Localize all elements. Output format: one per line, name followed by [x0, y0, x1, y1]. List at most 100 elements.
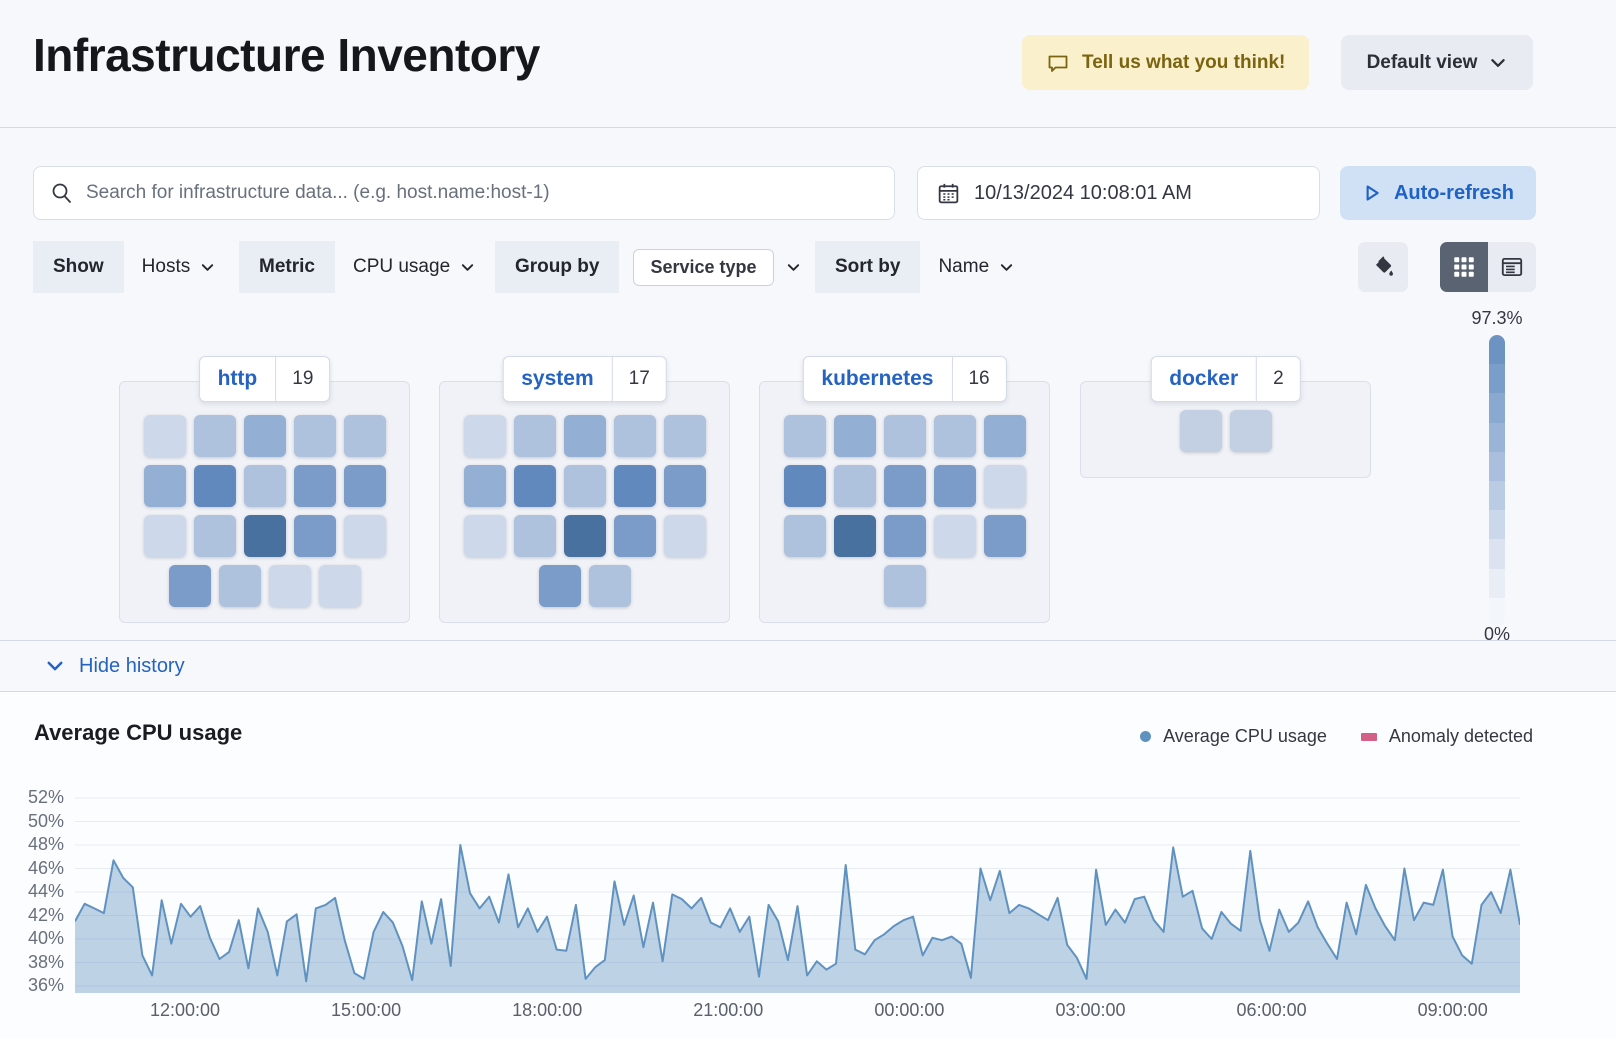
host-tile[interactable]	[293, 415, 336, 457]
host-tile[interactable]	[883, 415, 926, 457]
metric-control: Metric CPU usage	[239, 241, 493, 293]
host-tile[interactable]	[243, 415, 286, 457]
host-tile[interactable]	[243, 465, 286, 507]
map-view-button[interactable]	[1440, 242, 1488, 292]
date-picker[interactable]: 10/13/2024 10:08:01 AM	[917, 166, 1320, 220]
host-tile[interactable]	[933, 465, 976, 507]
host-tile[interactable]	[513, 465, 556, 507]
host-tile[interactable]	[268, 565, 311, 607]
scale-step	[1489, 539, 1505, 569]
host-tile[interactable]	[1229, 409, 1272, 452]
host-tile[interactable]	[143, 415, 186, 457]
host-tile[interactable]	[588, 565, 631, 607]
host-tile[interactable]	[663, 515, 706, 557]
x-axis-tick: 00:00:00	[874, 1000, 945, 1020]
host-tile[interactable]	[883, 515, 926, 557]
y-axis-tick: 50%	[27, 810, 64, 831]
host-tile[interactable]	[933, 415, 976, 457]
host-tile[interactable]	[463, 415, 506, 457]
view-dropdown-button[interactable]: Default view	[1341, 35, 1533, 90]
host-tile[interactable]	[983, 415, 1026, 457]
host-tile[interactable]	[783, 465, 826, 507]
host-tile[interactable]	[343, 515, 386, 557]
legend-options-button[interactable]	[1358, 242, 1408, 292]
host-tile[interactable]	[783, 415, 826, 457]
host-tile[interactable]	[663, 465, 706, 507]
host-tile[interactable]	[513, 515, 556, 557]
search-box[interactable]	[33, 166, 895, 220]
host-tile[interactable]	[563, 515, 606, 557]
feedback-button[interactable]: Tell us what you think!	[1022, 35, 1310, 90]
host-tile[interactable]	[293, 465, 336, 507]
host-tile[interactable]	[143, 515, 186, 557]
host-tile[interactable]	[663, 415, 706, 457]
table-list-icon	[1499, 254, 1525, 280]
host-tile[interactable]	[143, 465, 186, 507]
host-tile[interactable]	[538, 565, 581, 607]
host-tile[interactable]	[933, 515, 976, 557]
host-tile[interactable]	[983, 465, 1026, 507]
host-tile[interactable]	[883, 565, 926, 607]
y-axis-tick: 36%	[27, 975, 64, 995]
group-by-pill[interactable]: Service type	[633, 248, 774, 286]
show-dropdown[interactable]: Hosts	[124, 241, 234, 293]
speech-bubble-icon	[1046, 51, 1070, 75]
paint-bucket-icon	[1370, 254, 1396, 280]
sort-by-control: Sort by Name	[815, 241, 1032, 293]
host-tile[interactable]	[168, 565, 211, 607]
host-tile[interactable]	[883, 465, 926, 507]
chevron-down-icon	[202, 263, 214, 271]
host-tile[interactable]	[218, 565, 261, 607]
host-tile[interactable]	[563, 415, 606, 457]
host-tile[interactable]	[833, 415, 876, 457]
host-tile[interactable]	[783, 515, 826, 557]
host-tile[interactable]	[613, 465, 656, 507]
host-tile[interactable]	[1179, 409, 1222, 452]
auto-refresh-button[interactable]: Auto-refresh	[1340, 166, 1536, 220]
legend-item[interactable]: Anomaly detected	[1360, 726, 1533, 747]
x-axis-tick: 18:00:00	[512, 1000, 583, 1020]
section-divider	[0, 640, 1616, 641]
group-name: system	[521, 367, 594, 390]
host-tile[interactable]	[833, 465, 876, 507]
host-tile[interactable]	[833, 515, 876, 557]
view-mode-toggle	[1440, 242, 1536, 292]
group-by-dropdown[interactable]	[786, 260, 801, 275]
host-tile[interactable]	[613, 415, 656, 457]
host-tile[interactable]	[193, 415, 236, 457]
host-tile[interactable]	[318, 565, 361, 607]
host-tile[interactable]	[983, 515, 1026, 557]
host-tile[interactable]	[193, 515, 236, 557]
chevron-down-icon	[1001, 263, 1013, 271]
host-tile[interactable]	[613, 515, 656, 557]
host-tile[interactable]	[293, 515, 336, 557]
section-divider	[0, 691, 1616, 692]
host-tile[interactable]	[563, 465, 606, 507]
search-input[interactable]	[86, 182, 878, 204]
table-view-button[interactable]	[1488, 242, 1536, 292]
legend-label: Average CPU usage	[1163, 726, 1327, 746]
chart-legend: Average CPU usage Anomaly detected	[1140, 726, 1533, 747]
hide-history-toggle[interactable]: Hide history	[0, 641, 1616, 691]
sort-by-dropdown[interactable]: Name	[920, 241, 1032, 293]
metric-dropdown[interactable]: CPU usage	[335, 241, 493, 293]
host-tile[interactable]	[243, 515, 286, 557]
legend-item[interactable]: Average CPU usage	[1140, 726, 1327, 747]
y-axis-tick: 48%	[27, 834, 64, 854]
scale-step	[1489, 481, 1505, 511]
x-axis-tick: 06:00:00	[1236, 1000, 1307, 1020]
host-tile[interactable]	[513, 415, 556, 457]
host-tile[interactable]	[193, 465, 236, 507]
host-tile[interactable]	[463, 465, 506, 507]
chart-title: Average CPU usage	[34, 720, 243, 745]
group-count: 19	[292, 368, 314, 389]
host-tile[interactable]	[343, 465, 386, 507]
host-tile[interactable]	[463, 515, 506, 557]
host-tile[interactable]	[343, 415, 386, 457]
